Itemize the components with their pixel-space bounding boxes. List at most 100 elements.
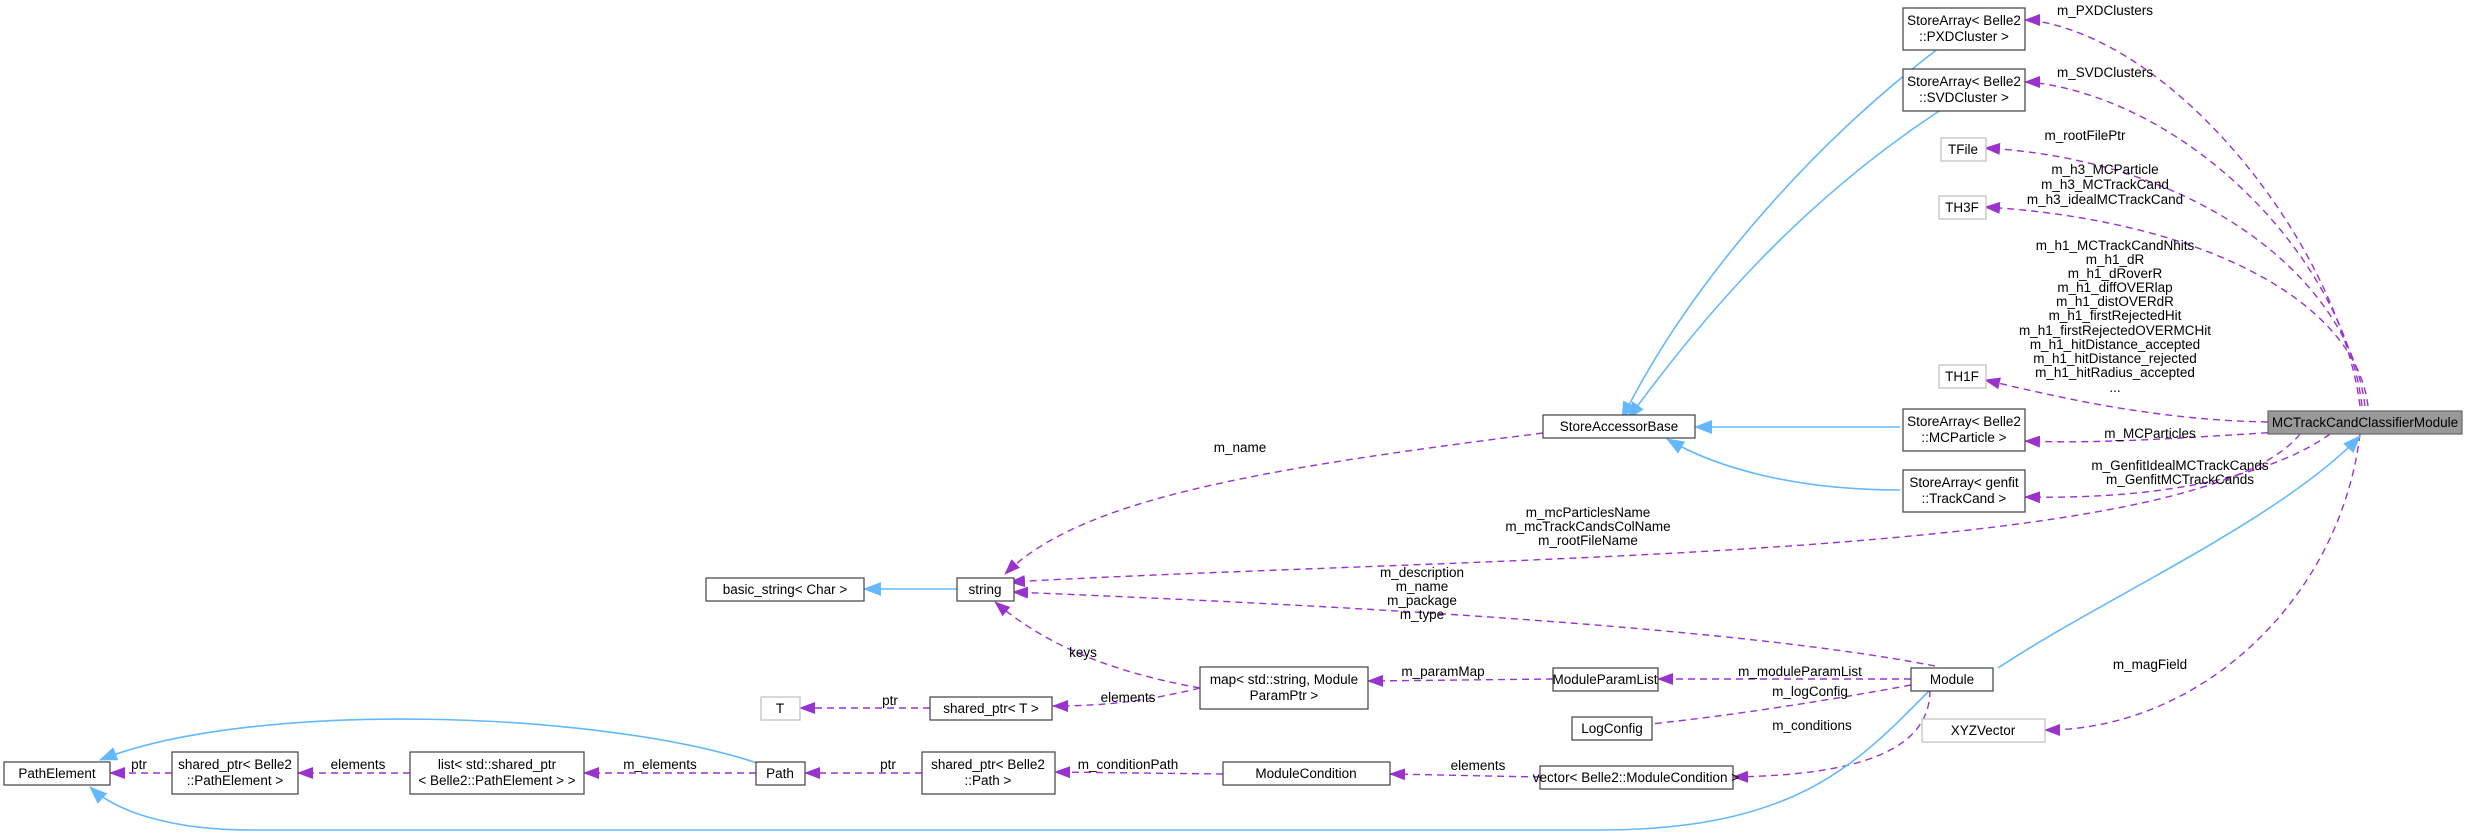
node-label-line2: ::SVDCluster >	[1919, 90, 2009, 105]
inherit-genfit-sab	[1666, 438, 1901, 491]
nodes: MCTrackCandClassifierModule StoreArray< …	[3, 7, 2463, 795]
node-label-line1: shared_ptr< Belle2	[178, 757, 292, 772]
edge-logconfig	[1619, 684, 1912, 732]
label-mcparticles: m_MCParticles	[2104, 426, 2196, 441]
label-logconfig: m_logConfig	[1772, 684, 1848, 699]
label-conditionpath: m_conditionPath	[1078, 757, 1179, 772]
node-label-line2: ::MCParticle >	[1921, 430, 2006, 445]
node-label: T	[776, 701, 784, 716]
node-label-line1: StoreArray< genfit	[1909, 475, 2018, 490]
inherit-path-pe	[99, 718, 761, 765]
node-basic-string[interactable]: basic_string< Char >	[705, 577, 865, 602]
label-th1f-2: m_h1_dRoverR	[2068, 266, 2163, 281]
edge-magfield	[2044, 433, 2361, 736]
node-module[interactable]: Module	[1910, 667, 1994, 692]
label-th1f-1: m_h1_dR	[2086, 252, 2145, 267]
edge-th3f	[1984, 201, 2369, 407]
label-genfit-0: m_GenfitIdealMCTrackCands	[2091, 458, 2269, 473]
node-th1f[interactable]: TH1F	[1938, 364, 1987, 389]
node-label: StoreAccessorBase	[1560, 419, 1679, 434]
edge-elements-vec	[1389, 768, 1541, 781]
node-shared-ptr-path[interactable]: shared_ptr< Belle2 ::Path >	[921, 751, 1056, 795]
node-path[interactable]: Path	[755, 761, 806, 786]
edge-mcparticles	[2024, 431, 2281, 448]
node-label-line2: ParamPtr >	[1250, 688, 1319, 703]
node-label: TH1F	[1945, 369, 1979, 384]
node-vector-modulecondition[interactable]: vector< Belle2::ModuleCondition >	[1533, 765, 1739, 790]
node-label-line1: shared_ptr< Belle2	[931, 757, 1045, 772]
node-storearray-pxdcluster[interactable]: StoreArray< Belle2 ::PXDCluster >	[1902, 7, 2026, 51]
label-module-string-1: m_name	[1396, 579, 1449, 594]
edge-elements-map	[1052, 687, 1201, 712]
edge-string-focus	[1009, 433, 2301, 588]
label-th3f-0: m_h3_MCParticle	[2051, 162, 2158, 177]
node-label-line2: ::Path >	[965, 773, 1012, 788]
node-label: PathElement	[18, 766, 96, 781]
edges	[89, 14, 2369, 831]
edge-rootfileptr	[1984, 142, 2366, 407]
edge-svdclusters	[2024, 76, 2363, 407]
edge-labels: m_PXDClusters m_SVDClusters m_rootFilePt…	[131, 3, 2269, 773]
node-label-line1: StoreArray< Belle2	[1907, 414, 2021, 429]
node-label: ModuleParamList	[1552, 672, 1657, 687]
node-storeaccessorbase[interactable]: StoreAccessorBase	[1542, 414, 1696, 439]
label-genfit-1: m_GenfitMCTrackCands	[2106, 472, 2254, 487]
label-conditions: m_conditions	[1772, 718, 1852, 733]
node-label-line2: ::PathElement >	[187, 773, 284, 788]
node-t[interactable]: T	[760, 696, 801, 721]
label-th3f-1: m_h3_MCTrackCand	[2041, 177, 2169, 192]
node-th3f[interactable]: TH3F	[1938, 195, 1987, 220]
node-label-line2: ::TrackCand >	[1922, 491, 2007, 506]
node-xyzvector[interactable]: XYZVector	[1921, 718, 2046, 743]
label-th1f-7: m_h1_hitDistance_accepted	[2030, 337, 2200, 352]
node-map-paramptr[interactable]: map< std::string, Module ParamPtr >	[1199, 666, 1369, 710]
node-storearray-trackcand[interactable]: StoreArray< genfit ::TrackCand >	[1902, 469, 2026, 513]
inherit-svd-sab	[1627, 103, 1951, 420]
label-module-string-3: m_type	[1400, 607, 1444, 622]
node-label: Path	[766, 766, 794, 781]
node-label-line1: map< std::string, Module	[1210, 672, 1358, 687]
node-storearray-mcparticle[interactable]: StoreArray< Belle2 ::MCParticle >	[1902, 408, 2026, 452]
label-string-focus-2: m_rootFileName	[1538, 533, 1638, 548]
node-storearray-svdcluster[interactable]: StoreArray< Belle2 ::SVDCluster >	[1902, 68, 2026, 112]
node-label-line1: StoreArray< Belle2	[1907, 74, 2021, 89]
label-rootfileptr: m_rootFilePtr	[2044, 128, 2126, 143]
label-th1f-8: m_h1_hitDistance_rejected	[2033, 351, 2197, 366]
node-label: MCTrackCandClassifierModule	[2272, 415, 2458, 430]
label-module-string-2: m_package	[1387, 593, 1457, 608]
node-list-pathelement[interactable]: list< std::shared_ptr < Belle2::PathElem…	[409, 751, 585, 795]
node-label: LogConfig	[1581, 721, 1643, 736]
node-tfile[interactable]: TFile	[1940, 137, 1987, 162]
node-moduleparamlist[interactable]: ModuleParamList	[1552, 667, 1659, 692]
node-string[interactable]: string	[956, 577, 1015, 602]
node-modulecondition[interactable]: ModuleCondition	[1222, 761, 1391, 786]
node-shared-ptr-pathelement[interactable]: shared_ptr< Belle2 ::PathElement >	[171, 751, 299, 795]
node-label: Module	[1930, 672, 1974, 687]
inherit-module-pe	[89, 689, 1931, 831]
edge-conditions	[1732, 689, 1931, 783]
inherit-module-focus	[1997, 435, 2361, 669]
edge-conditionpath	[1054, 766, 1224, 779]
node-shared-ptr-t[interactable]: shared_ptr< T >	[929, 696, 1053, 721]
node-logconfig[interactable]: LogConfig	[1571, 716, 1653, 741]
label-string-focus-0: m_mcParticlesName	[1526, 505, 1651, 520]
node-mctrackcandclassifiermodule[interactable]: MCTrackCandClassifierModule	[2267, 410, 2463, 435]
edge-parammap	[1367, 674, 1554, 687]
edge-keys	[994, 601, 1201, 689]
inherit-pxd-sab	[1621, 35, 1956, 420]
node-label-line1: list< std::shared_ptr	[438, 757, 557, 772]
node-label-line1: StoreArray< Belle2	[1907, 13, 2021, 28]
label-th1f-0: m_h1_MCTrackCandNhits	[2036, 238, 2195, 253]
label-th1f-4: m_h1_distOVERdR	[2056, 294, 2174, 309]
label-elements-list: elements	[331, 757, 386, 772]
label-pxdclusters: m_PXDClusters	[2057, 3, 2153, 18]
label-parammap: m_paramMap	[1401, 664, 1484, 679]
label-m-elements: m_elements	[623, 757, 697, 772]
label-string-focus-1: m_mcTrackCandsColName	[1505, 519, 1670, 534]
label-ptr-t: ptr	[882, 693, 898, 708]
label-ptr-pe: ptr	[131, 757, 147, 772]
label-th1f-6: m_h1_firstRejectedOVERMCHit	[2019, 323, 2211, 338]
node-pathelement[interactable]: PathElement	[3, 761, 111, 786]
label-elements-vec: elements	[1451, 758, 1506, 773]
